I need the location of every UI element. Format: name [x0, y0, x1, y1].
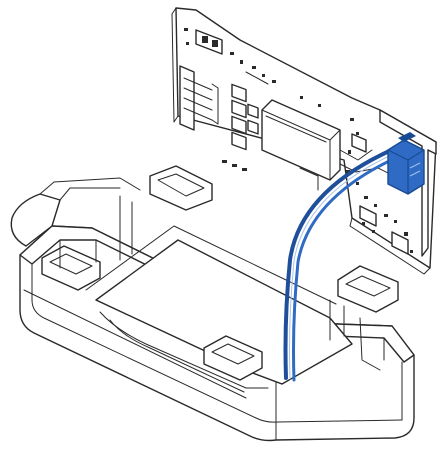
- rim-tab-left: [41, 245, 101, 291]
- ribbon-cable: [283, 146, 402, 382]
- rim-tab-back: [149, 165, 213, 211]
- small-ic-mid: [351, 133, 367, 153]
- connector-latch: [398, 132, 416, 142]
- small-ic-lower: [359, 205, 377, 227]
- enclosure-wall-edge: [31, 263, 403, 423]
- main-ic-chip: [261, 99, 341, 181]
- connector-body: [387, 139, 425, 195]
- pin-header: [179, 65, 219, 131]
- component-stack: [231, 83, 259, 151]
- circuit-board: [171, 7, 437, 275]
- small-ic-right: [391, 231, 409, 255]
- cable-strand-inner: [292, 154, 402, 382]
- connector-plug: [387, 132, 425, 195]
- smd-parts: [184, 28, 413, 253]
- cable-strand-outer: [283, 146, 398, 380]
- enclosure-end-cap: [10, 193, 61, 247]
- rim-tab-center: [203, 335, 263, 381]
- switch-component: [195, 29, 223, 55]
- enclosure-base: [10, 165, 415, 442]
- pcb-bracket: [379, 109, 437, 257]
- rim-tab-right: [337, 265, 399, 313]
